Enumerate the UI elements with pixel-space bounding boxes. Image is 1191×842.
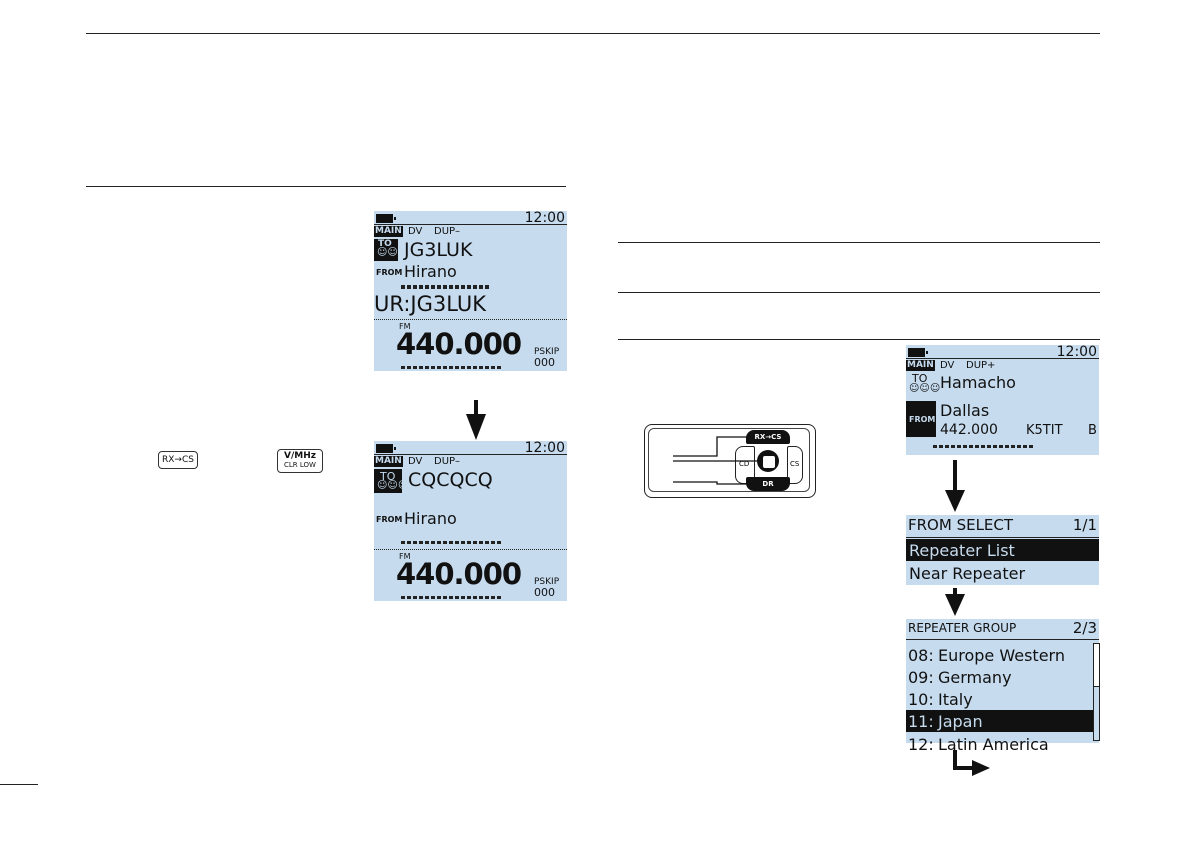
down-arrow-2-head (945, 490, 965, 512)
v-mhz-key[interactable]: V/MHz CLR LOW (277, 449, 323, 473)
frequency: 442.000 (940, 422, 998, 438)
from-tag: FROM (909, 415, 936, 424)
to-tag: TO (378, 239, 392, 249)
continue-arrow (953, 750, 990, 776)
dup: DUP– (434, 456, 461, 467)
mode: DV (408, 226, 423, 237)
group-item-latin-america[interactable]: 12: Latin America (908, 735, 1049, 754)
down-arrow-1-head (466, 414, 486, 440)
frequency: 440.000 (396, 557, 522, 591)
down-arrow-1 (474, 400, 478, 418)
cd-key[interactable]: CD (735, 446, 755, 484)
dr-button[interactable]: DR (746, 477, 790, 491)
rx-cs-key[interactable]: RX→CS (158, 451, 198, 469)
from-tag: FROM (376, 268, 403, 277)
mode: DV (940, 360, 955, 371)
top-rule (86, 33, 1100, 34)
callout-lines (673, 436, 763, 485)
scrollbar[interactable] (1093, 643, 1100, 741)
signal-meter (401, 541, 501, 544)
dup: DUP– (434, 226, 461, 237)
battery-icon (908, 348, 928, 357)
scale-ticks (401, 366, 501, 369)
scale-ticks (401, 596, 501, 599)
pskip-label: PSKIP (534, 347, 560, 357)
down-arrow-3-head (945, 594, 965, 616)
to-tag: TO (380, 470, 396, 483)
from-value: Hirano (404, 509, 457, 528)
band: FM (399, 552, 411, 561)
dup: DUP+ (966, 360, 996, 371)
to-value: CQCQCQ (408, 469, 493, 491)
from-select-screen: FROM SELECT 1/1 Repeater List Near Repea… (906, 515, 1099, 585)
from-select-title: FROM SELECT (908, 516, 1014, 534)
battery-icon (376, 444, 396, 453)
scrollbar-thumb[interactable] (1094, 644, 1099, 687)
mode: DV (408, 456, 423, 467)
right-rule-3 (618, 339, 1100, 340)
page-number-rule (0, 784, 38, 785)
signal-meter (401, 285, 491, 289)
rx-cs-key-label: RX→CS (162, 455, 194, 465)
rx-cs-button[interactable]: RX→CS (746, 430, 790, 444)
group-item-japan[interactable]: 11: Japan (906, 710, 1099, 732)
to-group-icon: ☺☺ (377, 247, 398, 258)
to-group-icon: ☺☺☺ (377, 480, 409, 491)
lcd-screen-2: 12:00 MAIN DV DUP– TO ☺☺☺ CQCQCQ FROM Hi… (374, 441, 567, 601)
from-value: Hirano (404, 262, 457, 281)
frequency: 440.000 (396, 327, 522, 361)
menu-item-near-repeater[interactable]: Near Repeater (909, 564, 1026, 583)
pskip-label: PSKIP (534, 577, 560, 587)
scale-ticks (933, 445, 1033, 448)
cs-key[interactable]: CS (787, 446, 803, 484)
to-group-icon: ☺☺☺ (909, 383, 941, 394)
main-tag: MAIN (374, 456, 403, 467)
device-illustration: CD CS RX→CS DR (644, 424, 816, 498)
repeater-group-page: 2/3 (1072, 619, 1097, 637)
down-arrow-3 (953, 588, 957, 596)
clock: 12:00 (524, 440, 565, 456)
module: B (1088, 423, 1097, 438)
repeater-group-screen: REPEATER GROUP 2/3 08: Europe Western 09… (906, 619, 1100, 754)
to-value: Hamacho (940, 373, 1016, 392)
pskip-number: 000 (534, 356, 555, 369)
group-item-germany[interactable]: 09: Germany (908, 668, 1012, 687)
v-mhz-key-bottom: CLR LOW (284, 461, 316, 469)
from-tag: FROM (376, 515, 403, 524)
right-rule-1 (618, 242, 1100, 243)
right-rule-2 (618, 292, 1100, 293)
lcd-screen-3: 12:00 MAIN DV DUP+ TO ☺☺☺ Hamacho FROM D… (906, 345, 1099, 455)
pskip-number: 000 (534, 586, 555, 599)
group-item-italy[interactable]: 10: Italy (908, 690, 973, 709)
to-value: JG3LUK (404, 239, 473, 261)
ur-line: UR:JG3LUK (374, 292, 487, 316)
v-mhz-key-top: V/MHz (284, 451, 316, 461)
band: FM (399, 322, 411, 331)
group-item-europe-western[interactable]: 08: Europe Western (908, 646, 1065, 665)
main-tag: MAIN (374, 226, 403, 237)
menu-item-repeater-list[interactable]: Repeater List (906, 539, 1099, 561)
battery-icon (376, 214, 396, 223)
to-tag: TO (912, 372, 928, 385)
from-value: Dallas (940, 401, 990, 420)
from-select-page: 1/1 (1072, 516, 1097, 534)
lcd-screen-1: 12:00 MAIN DV DUP– TO ☺☺ JG3LUK FROM Hir… (374, 211, 567, 371)
clock: 12:00 (524, 210, 565, 226)
repeater-group-title: REPEATER GROUP (908, 621, 1017, 635)
clock: 12:00 (1056, 344, 1097, 360)
callsign: K5TIT (1026, 423, 1063, 438)
left-section-rule (86, 186, 566, 187)
down-arrow-2 (953, 460, 957, 494)
main-tag: MAIN (906, 360, 935, 371)
